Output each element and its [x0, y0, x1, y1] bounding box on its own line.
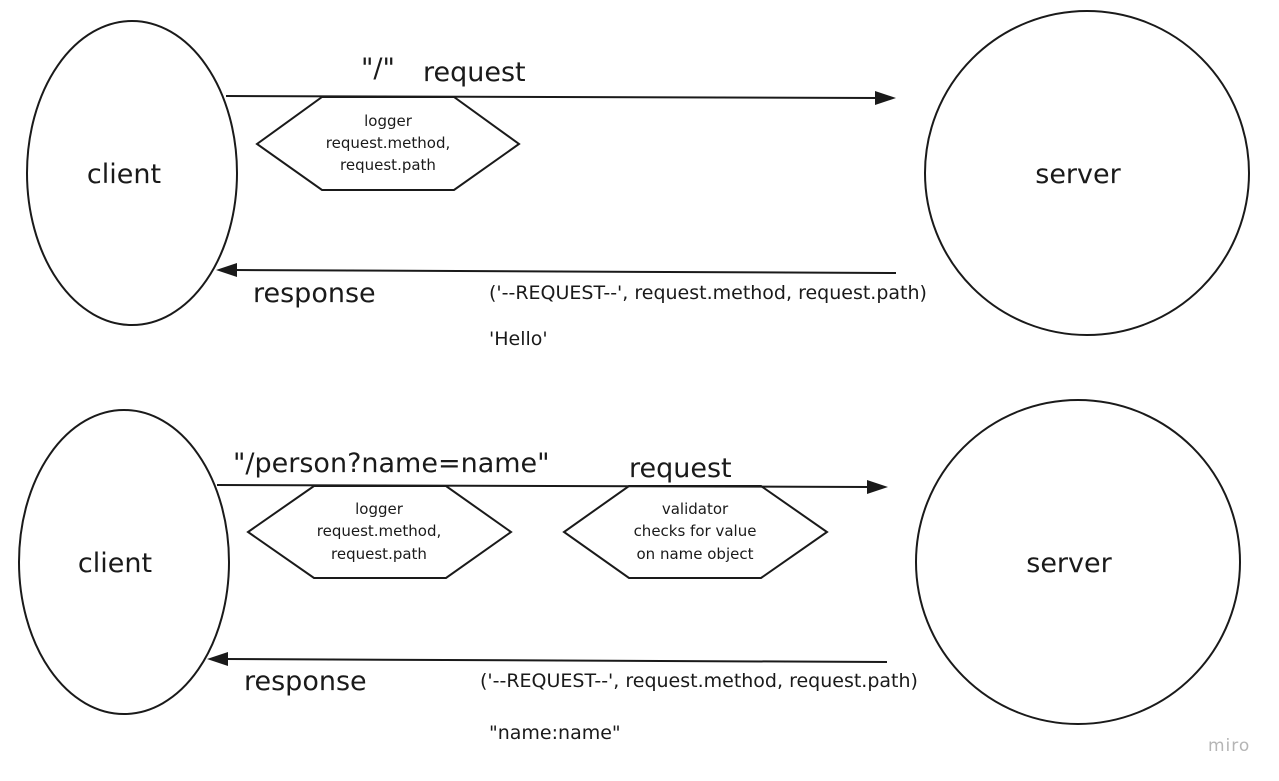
server-node	[924, 10, 1250, 336]
validator-middleware	[562, 485, 829, 579]
logger-line-3: request.path	[340, 156, 436, 174]
validator-line-1: validator	[662, 500, 729, 518]
diagram-2: client server "/person?name=name" reques…	[18, 399, 1241, 744]
validator-line-2: checks for value	[634, 522, 757, 540]
diagram-1: client server "/" request logger request…	[26, 10, 1250, 350]
logger-line-3: request.path	[331, 545, 427, 563]
request-path-label: "/"	[361, 53, 395, 84]
validator-line-3: on name object	[637, 545, 754, 563]
client-node	[26, 20, 238, 326]
logger-middleware	[246, 485, 513, 579]
logger-line-1: logger	[364, 112, 413, 130]
request-arrowhead	[867, 480, 888, 494]
response-log-text: ('--REQUEST--', request.method, request.…	[489, 282, 927, 304]
client-label: client	[78, 548, 152, 579]
logger-line-2: request.method,	[326, 134, 450, 152]
response-body-text: "name:name"	[489, 722, 621, 744]
response-log-text: ('--REQUEST--', request.method, request.…	[480, 670, 918, 692]
logger-line-1: logger	[355, 500, 404, 518]
response-label: response	[244, 666, 367, 697]
response-body-text: 'Hello'	[489, 328, 548, 350]
client-node	[18, 409, 230, 715]
request-path-label: "/person?name=name"	[233, 448, 550, 479]
request-arrowhead	[875, 91, 896, 105]
logger-line-2: request.method,	[317, 522, 441, 540]
client-label: client	[87, 159, 161, 190]
response-arrowhead	[207, 652, 228, 666]
server-label: server	[1026, 548, 1112, 579]
response-arrowhead	[216, 263, 237, 277]
response-arrow	[233, 269, 897, 274]
request-label: request	[629, 453, 732, 484]
miro-watermark: miro	[1208, 736, 1250, 756]
request-label: request	[423, 57, 526, 88]
logger-middleware	[255, 96, 521, 191]
server-node	[915, 399, 1241, 725]
response-arrow	[224, 658, 888, 663]
server-label: server	[1035, 159, 1121, 190]
response-label: response	[253, 278, 376, 309]
